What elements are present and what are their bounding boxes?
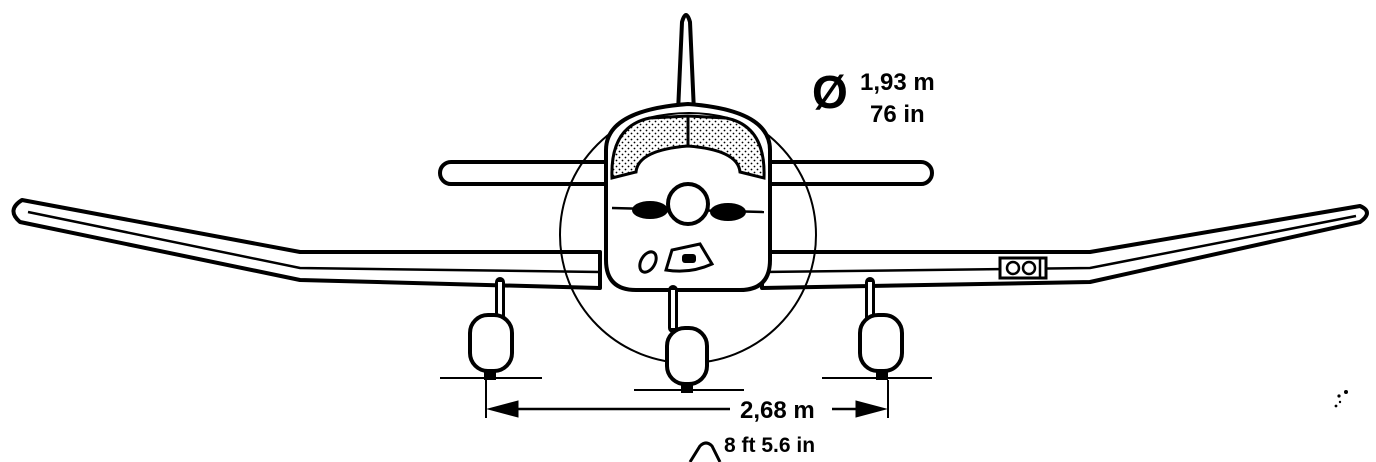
propeller [611,182,765,226]
cropped-lower-figure [688,441,722,462]
spinner [666,182,710,226]
scan-specks [1334,390,1348,408]
right-main-gear [858,277,904,380]
left-main-gear [468,277,514,380]
wheel-track-imperial: 8 ft 5.6 in [724,434,815,457]
ground-lines [440,377,932,391]
cowling-air-intakes [638,242,715,274]
wheel-track-metric: 2,68 m [740,397,815,424]
nose-gear [665,285,709,393]
vertical-fin [676,13,696,114]
propeller-diameter-imperial: 76 in [870,101,925,128]
propeller-diameter-symbol: Ø [812,66,848,118]
propeller-diameter-metric: 1,93 m [860,69,935,96]
wing-vent-marking [998,256,1048,280]
wheel-track-dimension-line [485,380,889,418]
canopy [610,114,766,180]
right-wing [760,204,1369,290]
left-wing [11,198,602,290]
